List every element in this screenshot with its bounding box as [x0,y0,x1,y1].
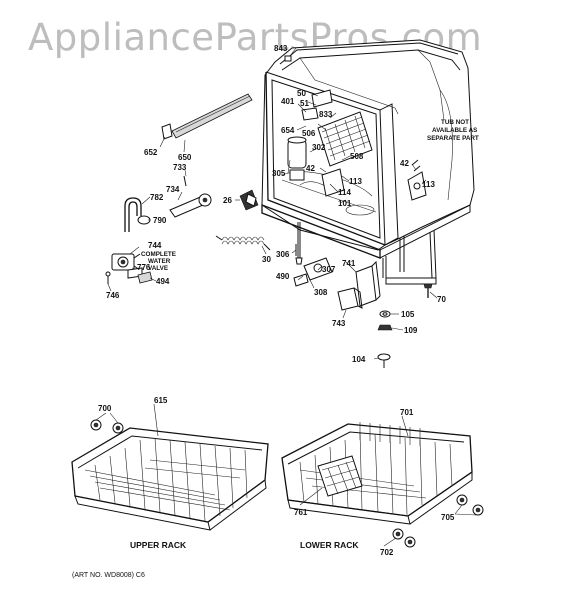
part-label-26: 26 [223,196,232,205]
part-label-42-left: 42 [306,164,315,173]
leader-lines [95,47,477,547]
part-label-741: 741 [342,259,356,268]
part-label-401: 401 [281,97,295,106]
part-label-701: 701 [400,408,414,417]
part-label-734: 734 [166,185,180,194]
part-label-302: 302 [312,143,326,152]
part-label-104: 104 [352,355,366,364]
tub-assembly [261,39,475,285]
part-label-705: 705 [441,513,455,522]
upper-rack [71,419,269,531]
part-label-733: 733 [173,163,187,172]
part-label-50: 50 [297,89,306,98]
part-label-843: 843 [274,44,288,53]
part-label-307: 307 [322,265,336,274]
part-label-615: 615 [154,396,168,405]
tub-note-line3: SEPARATE PART [427,135,479,142]
lower-rack-caption: LOWER RACK [300,540,359,550]
part-label-30: 30 [262,255,271,264]
valve-note-line3: VALVE [148,265,168,272]
part-label-650: 650 [178,153,192,162]
part-label-105: 105 [401,310,415,319]
part-label-42-right: 42 [400,159,409,168]
part-label-490: 490 [276,272,290,281]
part-label-101: 101 [338,199,352,208]
loose-parts [105,93,433,368]
part-label-700: 700 [98,404,112,413]
part-label-70: 70 [437,295,446,304]
part-label-761: 761 [294,508,308,517]
tub-note-line1: TUB NOT [441,119,469,126]
part-label-652: 652 [144,148,158,157]
part-number-labels: 843 50 51 401 833 654 506 302 508 42 305… [98,44,455,557]
part-label-109: 109 [404,326,418,335]
part-label-305: 305 [272,169,286,178]
part-label-113-left: 113 [349,177,362,186]
part-label-508: 508 [350,152,364,161]
lower-rack [281,422,484,548]
valve-note-line2: WATER [148,258,171,265]
art-number-caption: (ART NO. WD8008) C6 [72,572,145,579]
part-label-506: 506 [302,129,316,138]
tub-note-line2: AVAILABLE AS [432,127,477,134]
part-label-743: 743 [332,319,346,328]
valve-note: COMPLETE WATER VALVE [141,251,176,272]
part-label-114: 114 [338,188,351,197]
upper-rack-caption: UPPER RACK [130,540,187,550]
tub-note: TUB NOT AVAILABLE AS SEPARATE PART [427,119,479,142]
part-label-51: 51 [300,99,309,108]
part-label-308: 308 [314,288,328,297]
part-label-782: 782 [150,193,164,202]
part-label-654: 654 [281,126,295,135]
part-label-746: 746 [106,291,120,300]
valve-note-line1: COMPLETE [141,251,176,258]
part-label-702: 702 [380,548,394,557]
part-label-776: 776 [137,263,151,272]
part-label-744: 744 [148,241,162,250]
part-label-494: 494 [156,277,170,286]
part-label-790: 790 [153,216,167,225]
part-label-833: 833 [319,110,333,119]
part-label-113-right: 113 [422,180,435,189]
part-label-306: 306 [276,250,290,259]
